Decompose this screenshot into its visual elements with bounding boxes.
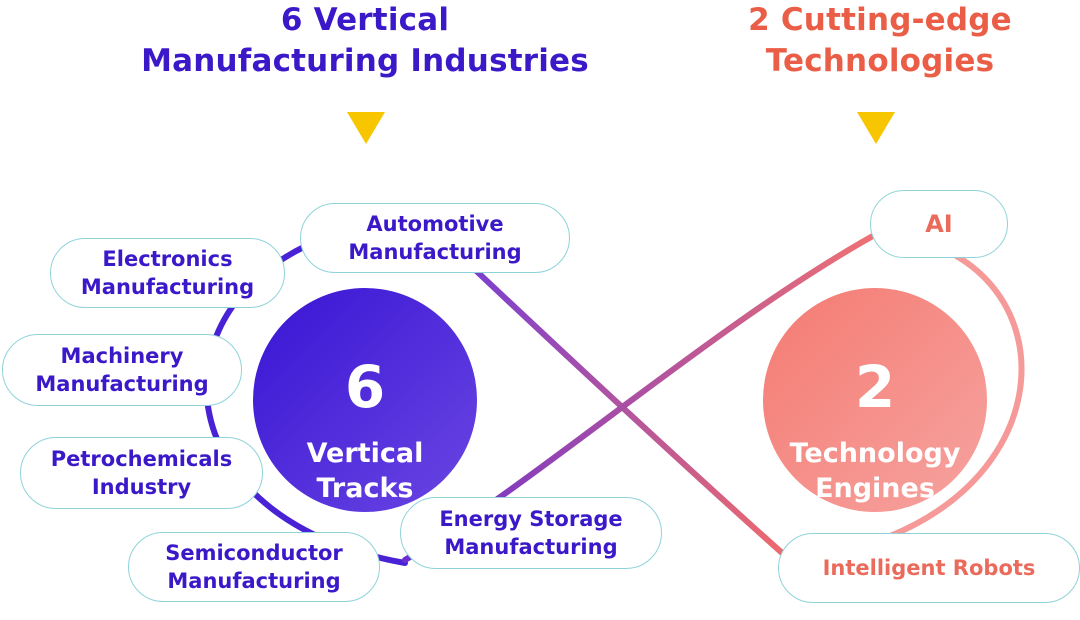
pill-petrochemicals: Petrochemicals Industry	[20, 437, 263, 509]
arrow-down-icon	[347, 112, 385, 144]
pill-ai: AI	[870, 190, 1008, 258]
right-circle-text: 2 Technology Engines	[765, 338, 985, 525]
pill-automotive: Automotive Manufacturing	[300, 203, 570, 273]
right-circle-number: 2	[854, 353, 896, 421]
left-heading: 6 Vertical Manufacturing Industries	[141, 2, 589, 79]
cross-line-a	[467, 262, 793, 563]
right-heading: 2 Cutting-edge Technologies	[748, 2, 1012, 79]
right-circle-label: Technology Engines	[789, 438, 961, 504]
pill-electronics: Electronics Manufacturing	[50, 238, 285, 308]
pill-semiconductor: Semiconductor Manufacturing	[128, 532, 380, 602]
left-main-circle	[253, 288, 477, 512]
pill-machinery: Machinery Manufacturing	[2, 334, 242, 406]
left-circle-label: Vertical Tracks	[306, 438, 424, 504]
pill-energy-storage: Energy Storage Manufacturing	[400, 497, 662, 569]
right-main-circle	[763, 288, 987, 512]
left-circle-number: 6	[344, 353, 386, 421]
arrow-down-icon	[857, 112, 895, 144]
left-circle-text: 6 Vertical Tracks	[255, 338, 475, 525]
pill-intelligent-robots: Intelligent Robots	[778, 533, 1080, 603]
